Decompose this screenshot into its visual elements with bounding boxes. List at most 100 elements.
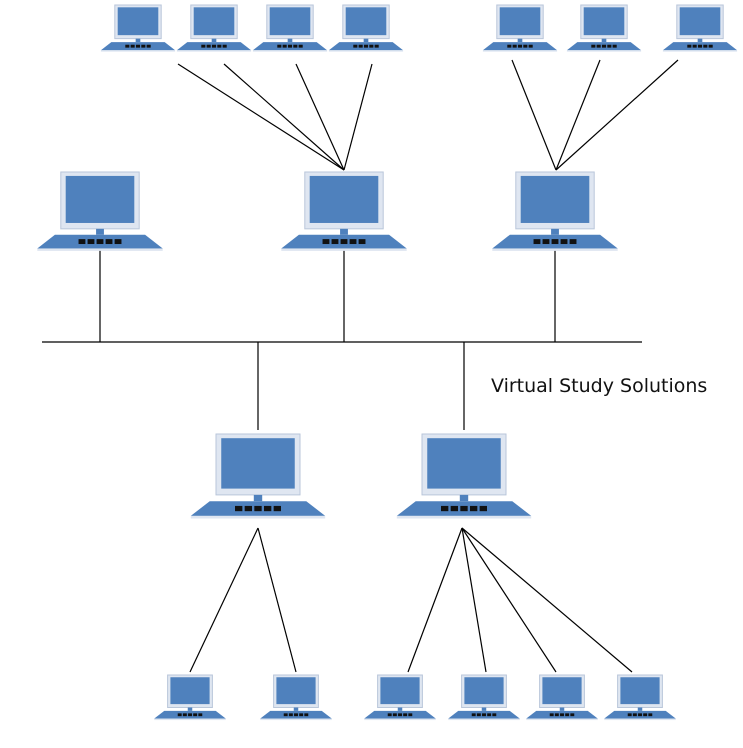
keyboard-edge	[662, 50, 738, 52]
keyboard-edge	[260, 718, 332, 721]
monitor-stand	[135, 38, 141, 43]
keyboard-edge	[604, 718, 676, 721]
keyboard-key	[601, 44, 607, 48]
keyboard-key	[283, 713, 288, 717]
monitor-screen	[170, 677, 210, 705]
keyboard-key	[632, 713, 637, 717]
keyboard-key	[607, 44, 612, 48]
monitor-screen	[309, 175, 379, 223]
monitor-stand	[459, 494, 469, 502]
keyboard-key	[130, 44, 135, 48]
keyboard-key	[369, 44, 374, 48]
hub-left	[37, 171, 163, 251]
computer-bottom-1	[154, 674, 226, 721]
keyboard-key	[551, 239, 559, 245]
keyboard-key	[398, 713, 402, 717]
keyboard-key	[141, 44, 146, 48]
keyboard-key	[125, 44, 130, 48]
keyboard-key	[560, 239, 568, 245]
keyboard-key	[105, 239, 113, 245]
keyboard-key	[114, 239, 122, 245]
link-center-1	[177, 63, 345, 171]
link-bottom-left-1	[189, 527, 259, 673]
keyboard-edge	[482, 50, 558, 52]
keyboard-key	[471, 713, 476, 717]
monitor-screen	[520, 175, 590, 223]
monitor-stand	[187, 707, 193, 711]
keyboard-key	[188, 713, 192, 717]
keyboard-key	[708, 44, 713, 48]
keyboard-key	[374, 44, 379, 48]
link-bottom-right-4	[461, 527, 633, 673]
hub-bottom-left	[190, 433, 326, 519]
keyboard-key	[135, 44, 141, 48]
keyboard-key	[523, 44, 528, 48]
keyboard-key	[627, 713, 632, 717]
hub-right	[492, 171, 618, 251]
keyboard-edge	[176, 50, 252, 52]
keyboard-key	[554, 713, 559, 717]
monitor-stand	[340, 228, 348, 235]
keyboard-key	[177, 713, 182, 717]
watermark-text: Virtual Study Solutions	[491, 375, 707, 397]
keyboard-key	[408, 713, 413, 717]
keyboard-key	[217, 44, 222, 48]
keyboard-key	[487, 713, 492, 717]
keyboard-key	[358, 44, 363, 48]
keyboard-key	[392, 713, 397, 717]
keyboard-key	[469, 505, 478, 512]
keyboard-key	[78, 239, 86, 245]
keyboard-key	[692, 44, 697, 48]
monitor-stand	[601, 38, 607, 43]
monitor-screen	[221, 438, 295, 489]
keyboard-key	[648, 713, 653, 717]
computer-top-right-1	[482, 4, 558, 52]
keyboard-key	[288, 713, 293, 717]
link-bottom-right-2	[461, 527, 487, 673]
monitor-screen	[193, 7, 235, 36]
keyboard-edge	[190, 515, 326, 519]
keyboard-key	[549, 713, 554, 717]
hub-center	[281, 171, 407, 251]
keyboard-key	[569, 239, 577, 245]
keyboard-key	[349, 239, 357, 245]
link-right-2	[555, 59, 601, 171]
keyboard-key	[201, 44, 206, 48]
link-bottom-right-3	[461, 527, 557, 673]
keyboard-key	[198, 713, 203, 717]
keyboard-key	[193, 713, 198, 717]
computer-bottom-6	[604, 674, 676, 721]
computers	[37, 4, 738, 721]
keyboard-edge	[328, 50, 404, 52]
keyboard-edge	[566, 50, 642, 52]
keyboard-key	[403, 713, 408, 717]
monitor-screen	[679, 7, 721, 36]
keyboard-key	[244, 505, 253, 512]
keyboard-key	[222, 44, 227, 48]
keyboard-key	[358, 239, 366, 245]
monitor-screen	[345, 7, 387, 36]
keyboard-key	[340, 239, 348, 245]
monitor-stand	[211, 38, 217, 43]
computer-top-center-4	[328, 4, 404, 52]
link-right-1	[511, 59, 557, 171]
computer-bottom-5	[526, 674, 598, 721]
monitor-stand	[481, 707, 487, 711]
keyboard-key	[476, 713, 481, 717]
computer-bottom-4	[448, 674, 520, 721]
keyboard-key	[591, 44, 596, 48]
keyboard-key	[512, 44, 517, 48]
keyboard-edge	[100, 50, 176, 52]
monitor-stand	[293, 707, 299, 711]
keyboard-key	[235, 505, 243, 512]
keyboard-key	[643, 713, 648, 717]
keyboard-edge	[252, 50, 328, 52]
link-center-3	[295, 63, 345, 171]
monitor-stand	[697, 38, 703, 43]
keyboard-edge	[364, 718, 436, 721]
keyboard-key	[703, 44, 708, 48]
keyboard-key	[294, 713, 298, 717]
monitor-screen	[499, 7, 541, 36]
link-right-3	[555, 59, 679, 171]
